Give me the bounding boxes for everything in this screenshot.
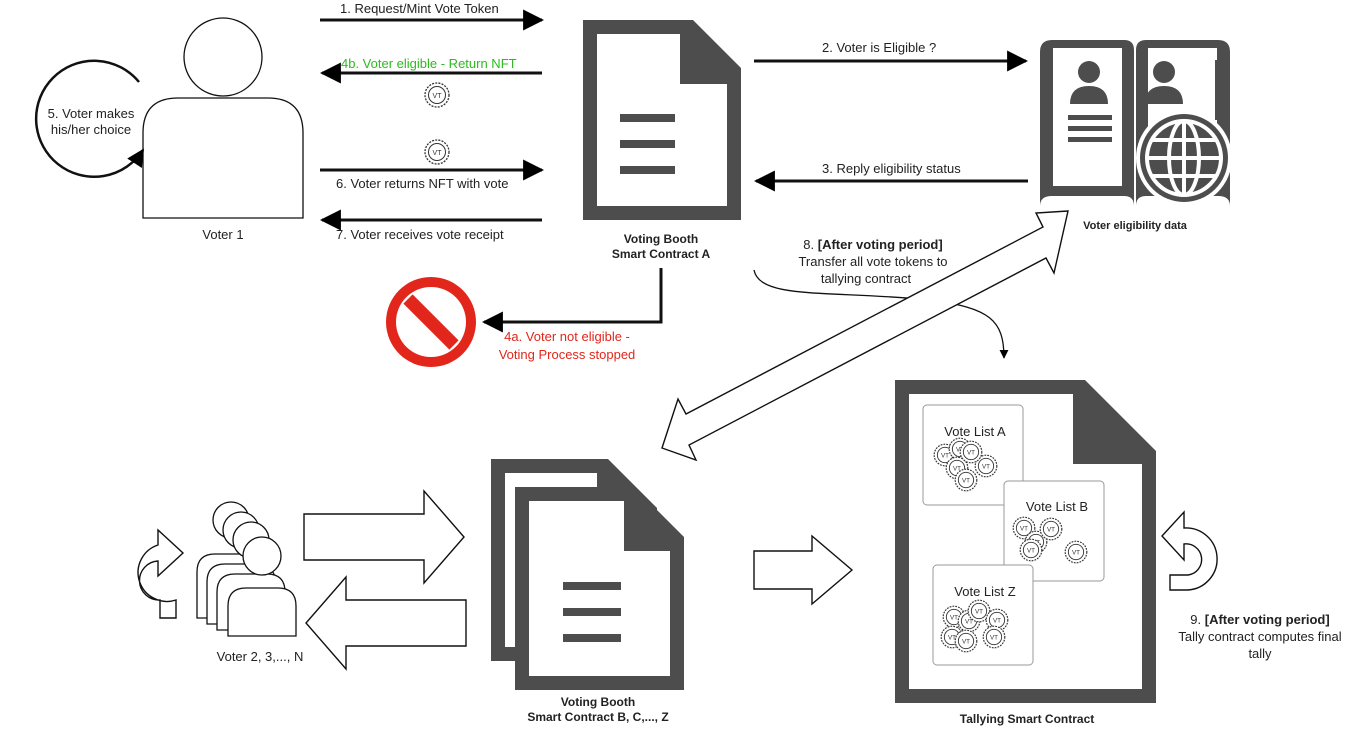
voters-n-label: Voter 2, 3,..., N (217, 649, 304, 664)
vote-list-z-label: Vote List Z (954, 584, 1015, 599)
vote-token-icon: VT (974, 454, 998, 478)
booth-a-document-icon (583, 20, 741, 220)
svg-text:VT: VT (950, 615, 958, 622)
voters-loop-arrow (137, 528, 185, 619)
step2-label: 2. Voter is Eligible ? (822, 40, 936, 55)
svg-text:VT: VT (433, 93, 443, 100)
svg-text:VT: VT (1027, 548, 1035, 555)
vote-token-icon: VT (1039, 517, 1063, 541)
step3-label: 3. Reply eligibility status (822, 161, 961, 176)
arrow-voters-to-booths (303, 489, 465, 585)
step6-label: 6. Voter returns NFT with vote (336, 176, 508, 191)
step1-label: 1. Request/Mint Vote Token (340, 1, 499, 16)
booth-bz-document-stack-icon (491, 459, 684, 690)
vote-token-icon: VT (933, 443, 957, 467)
vote-token-icon: VT (942, 605, 966, 629)
svg-text:VT: VT (993, 618, 1001, 625)
svg-text:VT: VT (982, 464, 990, 471)
svg-text:VT: VT (990, 635, 998, 642)
choice-label-line1: 5. Voter makes (48, 106, 135, 121)
svg-text:VT: VT (962, 639, 970, 646)
voter1-label: Voter 1 (202, 227, 243, 242)
booth-a-title-line1: Voting Booth (624, 232, 698, 246)
eligibility-label: Voter eligibility data (1083, 220, 1188, 232)
vote-token-icon: VT (1064, 540, 1088, 564)
vote-list-a-label: Vote List A (944, 424, 1006, 439)
step9-line3: tally (1248, 646, 1272, 661)
vote-token-icon: VT (1019, 538, 1043, 562)
vote-token-icon: VT (424, 139, 450, 165)
vote-token-icon: VT (985, 608, 1009, 632)
vote-token-icon: VT (940, 625, 964, 649)
svg-text:VT: VT (1047, 527, 1055, 534)
svg-text:VT: VT (975, 609, 983, 616)
step9-line2: Tally contract computes final (1178, 629, 1341, 644)
voter-eligibility-data-icon (1040, 40, 1232, 206)
step4a-line1: 4a. Voter not eligible - (504, 329, 630, 344)
arrow-step4a (481, 268, 663, 333)
svg-text:VT: VT (1020, 526, 1028, 533)
svg-text:VT: VT (967, 450, 975, 457)
vote-token-icon: VT (424, 82, 450, 108)
vote-token-icon: VT (957, 609, 981, 633)
booth-a-title-line2: Smart Contract A (612, 247, 711, 261)
vote-token-icon: VT (945, 456, 969, 480)
vote-token-icon: VT (954, 629, 978, 653)
svg-text:VT: VT (1072, 550, 1080, 557)
booth-bz-title-line1: Voting Booth (561, 695, 635, 709)
vote-token-icon: VT (982, 625, 1006, 649)
svg-text:VT: VT (965, 619, 973, 626)
vote-list-b-label: Vote List B (1026, 499, 1088, 514)
step8-line1: 8. [After voting period] (803, 237, 942, 252)
stop-sign-icon (386, 277, 476, 367)
step9-line1: 9. [After voting period] (1190, 612, 1329, 627)
tally-loop-arrow (1161, 510, 1218, 591)
arrow-booths-to-voters (305, 575, 467, 671)
choice-loop-arrow (34, 59, 145, 178)
double-arrow-eligibility-link (661, 210, 1069, 462)
choice-label-line2: his/her choice (51, 122, 131, 137)
svg-text:VT: VT (953, 466, 961, 473)
arrow-booths-to-tally (753, 534, 854, 606)
vote-token-icon: VT (954, 468, 978, 492)
svg-text:VT: VT (962, 478, 970, 485)
tally-title: Tallying Smart Contract (960, 712, 1094, 726)
vote-token-icon: VT (959, 440, 983, 464)
svg-text:VT: VT (433, 150, 443, 157)
step4b-label: 4b. Voter eligible - Return NFT (341, 56, 517, 71)
step8-line2: Transfer all vote tokens to (798, 254, 947, 269)
booth-bz-title-line2: Smart Contract B, C,..., Z (527, 710, 668, 724)
svg-text:VT: VT (948, 635, 956, 642)
voter-1-icon (142, 17, 304, 219)
step7-label: 7. Voter receives vote receipt (336, 227, 504, 242)
step8-line3: tallying contract (821, 271, 912, 286)
svg-text:VT: VT (941, 453, 949, 460)
vote-token-icon: VT (1012, 516, 1036, 540)
step4a-line2: Voting Process stopped (499, 347, 636, 362)
vote-token-icon: VT (967, 599, 991, 623)
voters-group-icon (196, 501, 297, 637)
